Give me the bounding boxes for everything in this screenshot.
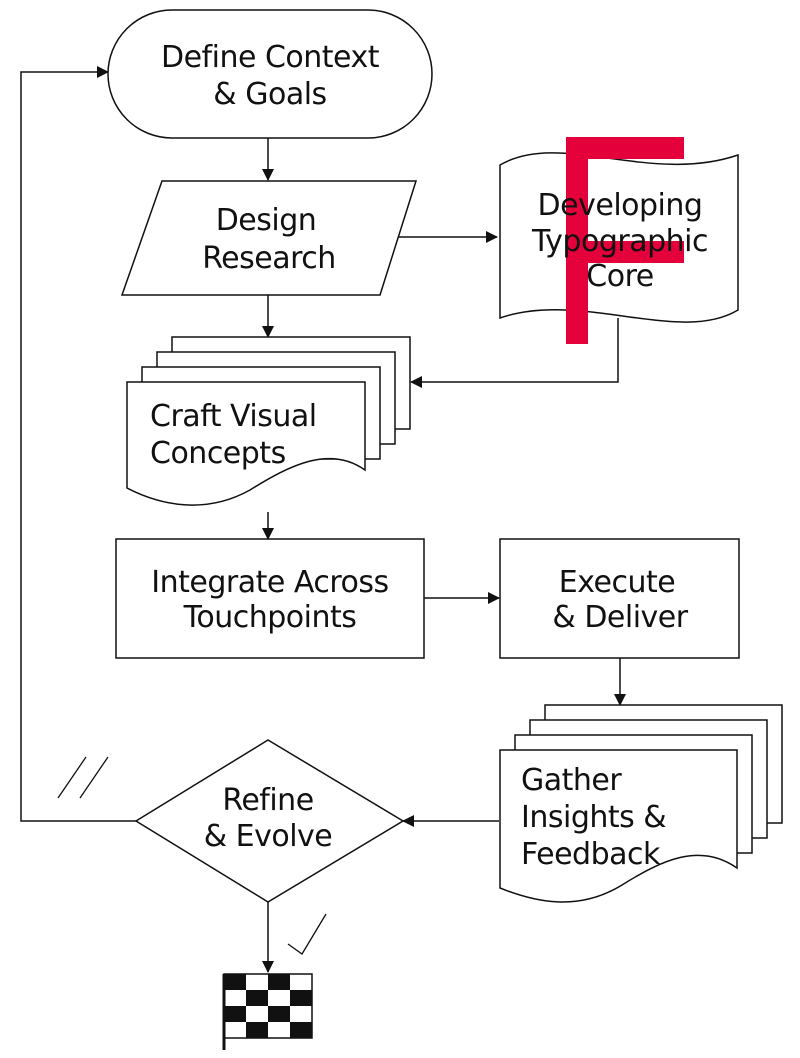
letter-f-logo <box>566 137 588 344</box>
node-label-line: Craft Visual <box>150 399 317 434</box>
node-label-line: Feedback <box>521 837 661 872</box>
document-shape <box>126 381 366 506</box>
letter-f-logo-top-bar <box>566 137 684 159</box>
node-label-line: & Goals <box>213 77 326 112</box>
node-design-research[interactable]: Design Research <box>120 180 418 296</box>
node-label-line: Core <box>586 259 653 294</box>
node-label-line: Insights & <box>521 800 666 835</box>
process-shape <box>499 538 740 659</box>
node-label-line: Refine <box>222 783 313 818</box>
edges <box>20 66 626 973</box>
node-developing-typographic-core[interactable]: Developing Typographic Core <box>499 137 739 344</box>
document-shape <box>499 749 738 903</box>
checkered-flag-icon <box>222 973 313 1050</box>
node-execute-deliver[interactable]: Execute & Deliver <box>499 538 740 659</box>
edge-refine-loop-to-define <box>20 66 136 822</box>
node-label-line: & Deliver <box>552 600 688 635</box>
edge-typographic-to-craft <box>410 318 619 388</box>
parallelogram-shape <box>120 180 418 296</box>
terminator-shape <box>107 9 433 139</box>
node-gather-insights-feedback[interactable]: Gather Insights & Feedback <box>499 704 783 903</box>
node-label-line: Integrate Across <box>151 565 388 600</box>
letter-f-logo-middle-bar <box>566 241 684 263</box>
node-label-line: Execute <box>559 565 675 600</box>
node-label-line: Concepts <box>150 436 286 471</box>
node-label-line: Developing <box>538 188 703 223</box>
node-label-line: Research <box>202 241 336 276</box>
check-mark-icon <box>287 913 327 955</box>
node-label-line: & Evolve <box>204 819 333 854</box>
node-label-line: Design <box>216 203 317 238</box>
node-label-line: Gather <box>521 763 622 798</box>
node-refine-evolve[interactable]: Refine & Evolve <box>134 739 405 903</box>
double-slash-mark <box>57 756 109 799</box>
node-label-line: Define Context <box>161 40 380 75</box>
node-label-line: Touchpoints <box>183 600 357 635</box>
decision-shape <box>134 739 405 903</box>
node-label-line: Typographic <box>531 224 708 259</box>
node-define-context-goals[interactable]: Define Context & Goals <box>107 9 433 139</box>
process-shape <box>115 538 425 659</box>
node-integrate-across-touchpoints[interactable]: Integrate Across Touchpoints <box>115 538 425 659</box>
node-craft-visual-concepts[interactable]: Craft Visual Concepts <box>126 336 411 506</box>
